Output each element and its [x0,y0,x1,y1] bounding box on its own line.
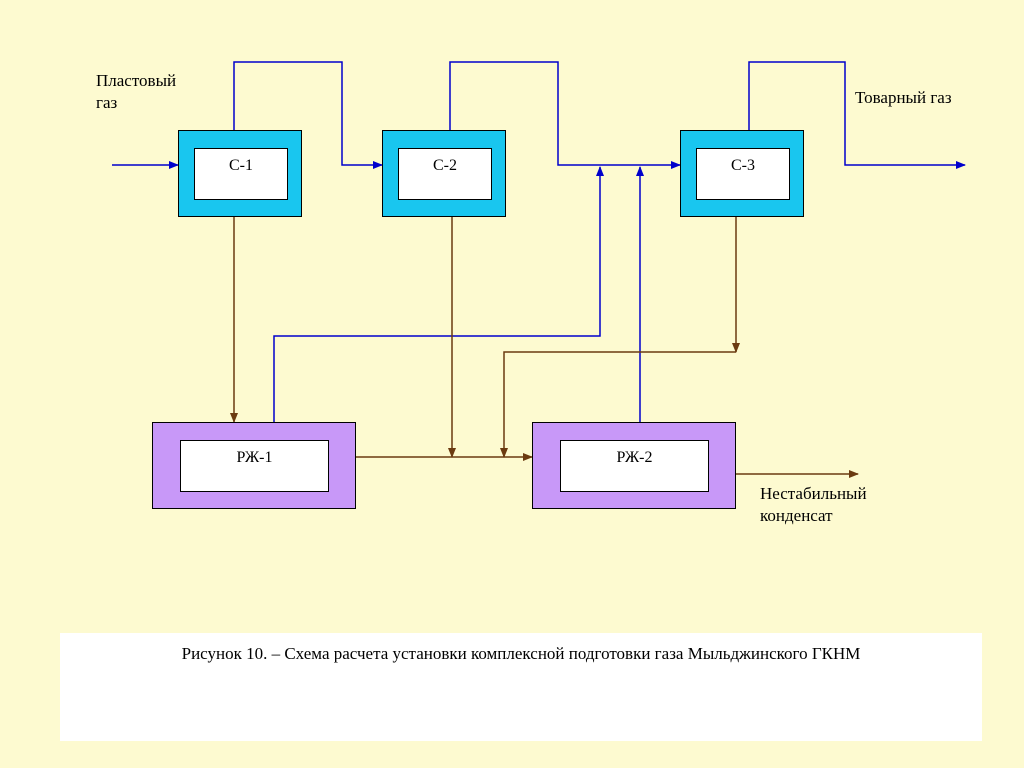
separator-c2: С-2 [382,130,506,217]
separator-c1: С-1 [178,130,302,217]
inlet-gas-label: Пластовый газ [96,70,176,114]
separator-c3: С-3 [680,130,804,217]
figure-caption: Рисунок 10. – Схема расчета установки ко… [181,644,861,663]
separator-c1-label: С-1 [194,148,288,200]
product-gas-label: Товарный газ [855,88,952,107]
c3-product-gas-line [748,61,966,169]
tank-rzh1-label: РЖ-1 [180,440,329,492]
caption-box: Рисунок 10. – Схема расчета установки ко… [60,633,982,741]
tank-rzh2: РЖ-2 [532,422,736,509]
separator-c3-label: С-3 [696,148,790,200]
inlet-gas-label-line1: Пластовый [96,71,177,90]
condensate-label: Нестабильный конденсат [760,483,867,527]
c1-to-c2-gas-line [233,61,383,169]
separator-c2-label: С-2 [398,148,492,200]
condensate-label-line1: Нестабильный [760,484,867,503]
tank-rzh1: РЖ-1 [152,422,356,509]
c2-to-c3-gas-line [449,61,681,169]
tank-rzh2-label: РЖ-2 [560,440,709,492]
inlet-gas-label-line2: газ [96,93,118,112]
c3-to-rzh2-liquid-line [500,351,736,458]
condensate-label-line2: конденсат [760,506,833,525]
rzh1-gas-return-line [273,166,604,422]
